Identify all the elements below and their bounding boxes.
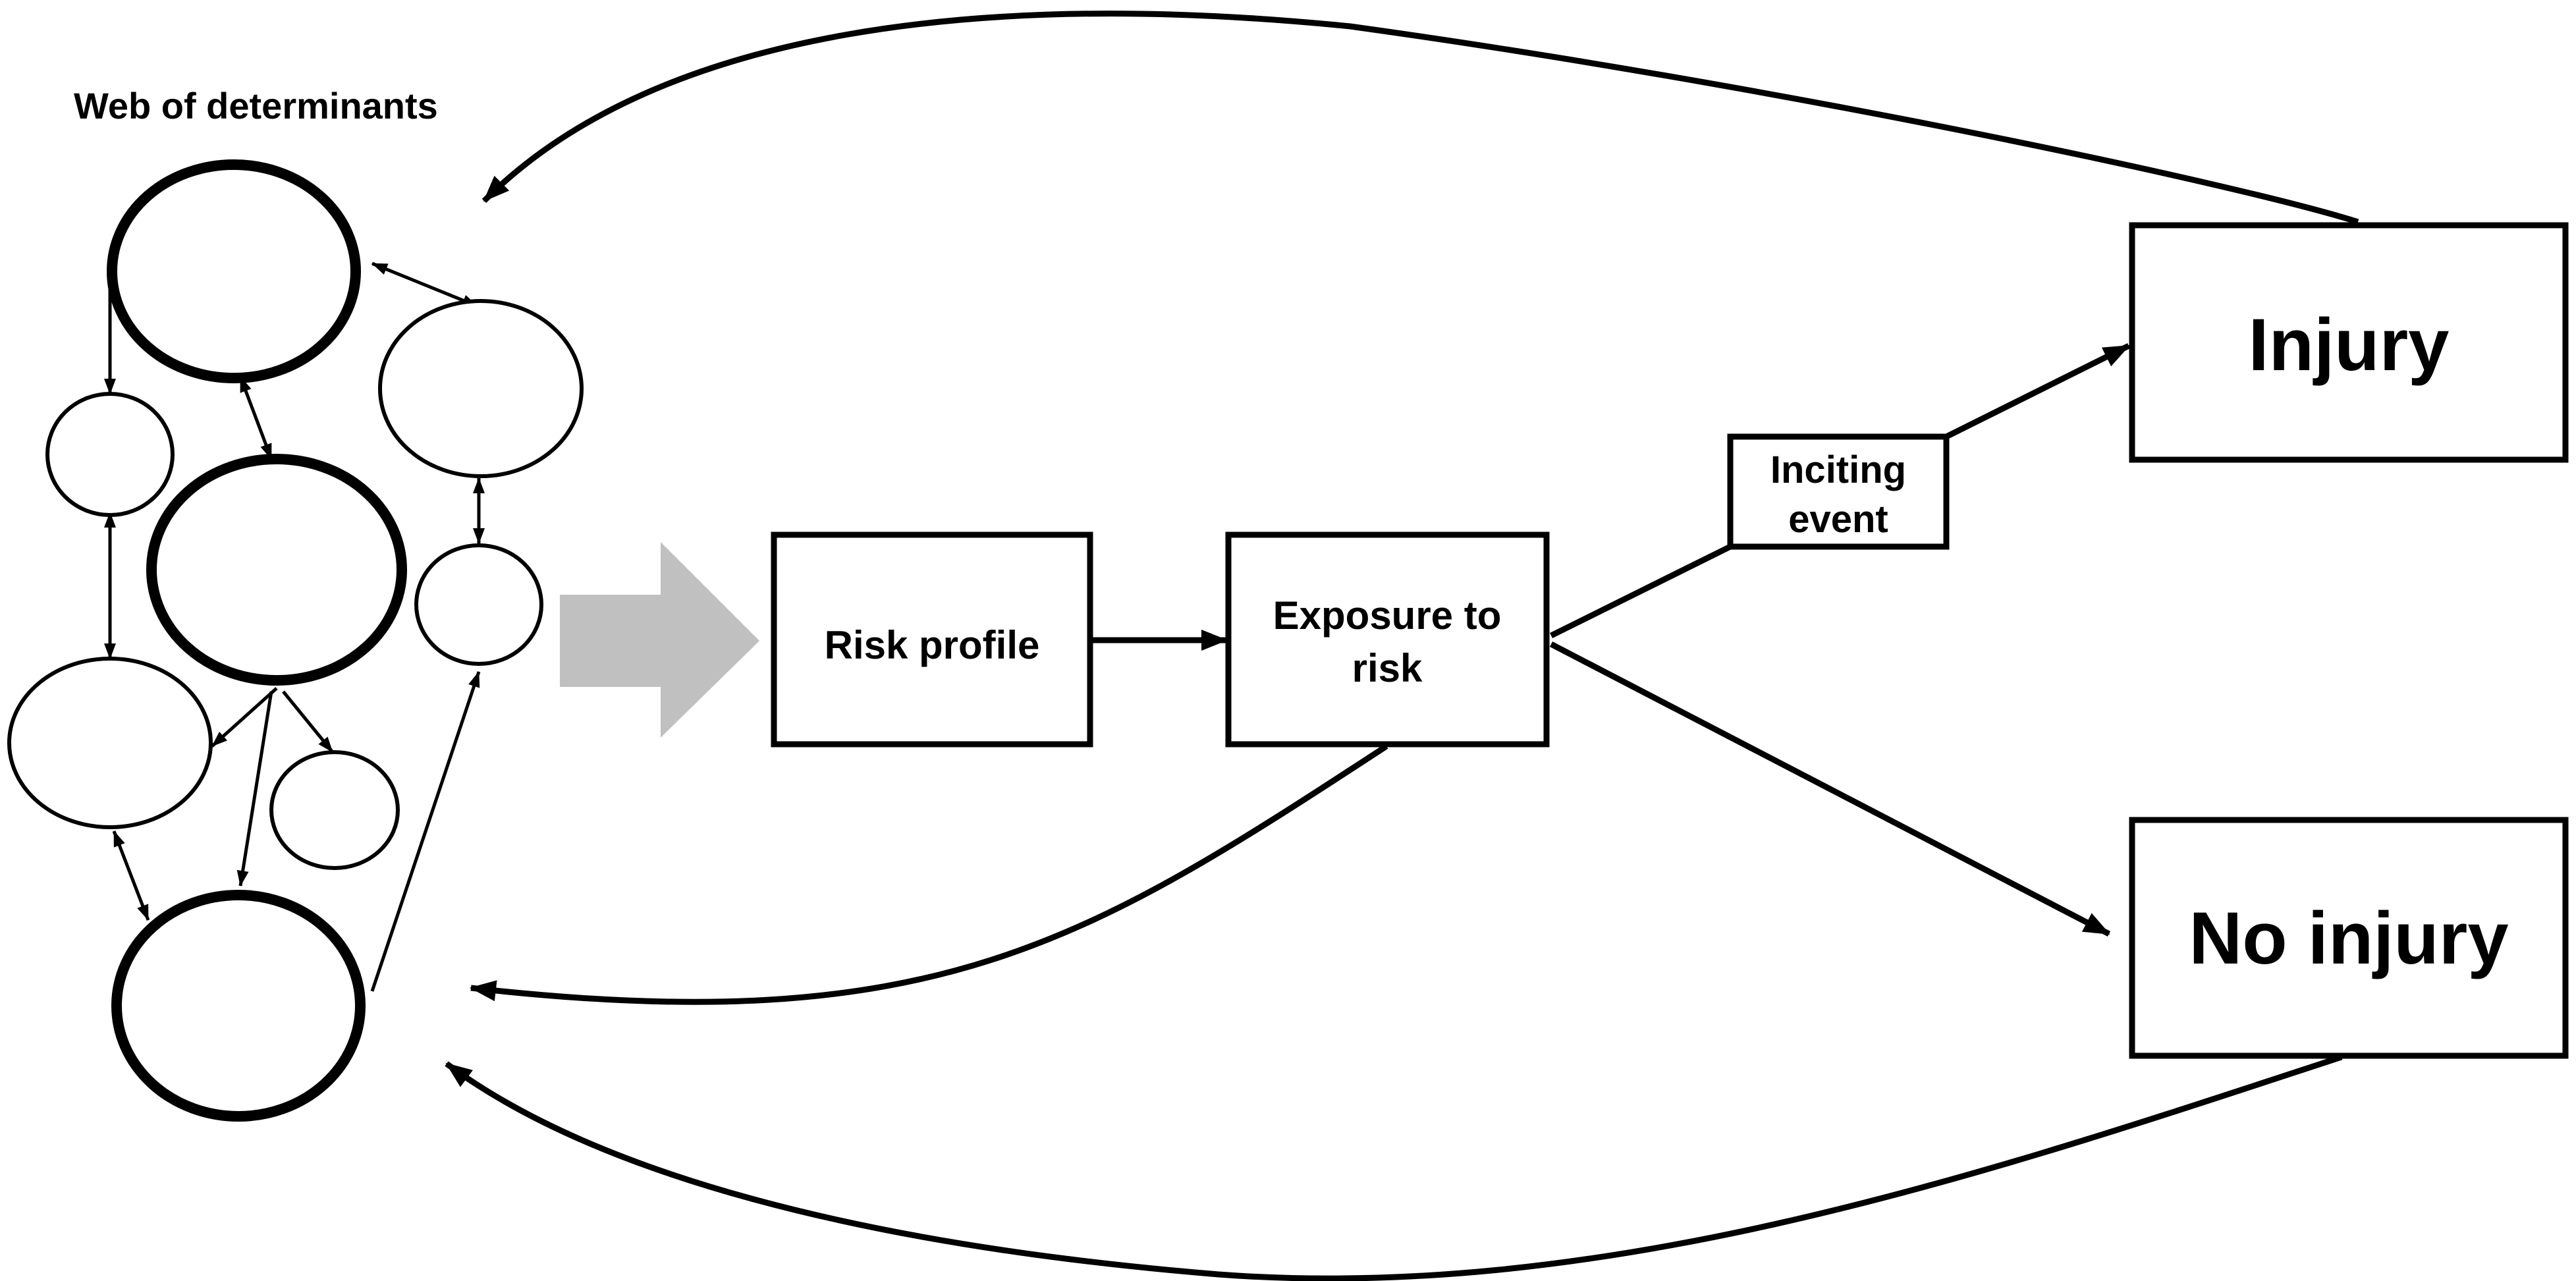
no-injury-box: No injury: [2129, 817, 2569, 1059]
no-injury-label: No injury: [2189, 897, 2508, 979]
link-center-midleft: [211, 687, 278, 748]
risk-profile-rect: [771, 531, 1093, 748]
link-midleft-bottom: [112, 831, 150, 921]
feedback-noinjury-to-web: [445, 1054, 2343, 1281]
injury-box: Injury: [2129, 222, 2569, 463]
determinant-node-top: [107, 159, 361, 383]
line-exposure-to-inciting: [1549, 543, 1732, 639]
exposure-box: Exposure to risk: [1225, 531, 1550, 748]
link-center-bottom: [236, 691, 273, 886]
determinant-node-small-left: [45, 392, 175, 517]
inciting-event-line2: event: [1788, 498, 1888, 541]
determinant-node-mid-left: [7, 657, 213, 829]
determinant-node-top-right: [378, 299, 584, 478]
determinant-node-small-right: [414, 543, 543, 666]
injury-rect: [2129, 222, 2569, 463]
no-injury-rect: [2129, 817, 2569, 1059]
exposure-label-line2: risk: [1352, 646, 1423, 690]
determinant-nodes: [7, 159, 584, 1122]
link-top-topright: [371, 261, 478, 308]
exposure-label-line1: Exposure to: [1273, 593, 1502, 638]
link-bottom-smallright: [370, 671, 481, 992]
determinant-node-center: [146, 454, 407, 686]
exposure-rect: [1225, 531, 1550, 748]
link-center-smallbottom: [282, 690, 334, 753]
link-top-center: [238, 376, 273, 460]
determinant-node-small-bottom: [269, 750, 400, 870]
arrow-exposure-to-noinjury: [1549, 641, 2111, 937]
injury-label: Injury: [2249, 304, 2450, 386]
determinant-links: [104, 261, 485, 992]
web-of-determinants-title: Web of determinants: [74, 85, 438, 126]
risk-profile-label: Risk profile: [825, 623, 1040, 667]
feedback-injury-to-web: [481, 11, 2359, 225]
feedback-exposure-to-web: [470, 744, 1388, 1005]
flow-links: [445, 11, 2359, 1281]
inciting-event-rect: [1727, 433, 1950, 550]
inciting-event-line1: Inciting: [1770, 449, 1906, 491]
big-grey-arrow: [560, 542, 759, 738]
inciting-event-box: Inciting event: [1727, 433, 1950, 550]
determinant-node-bottom: [111, 890, 366, 1122]
risk-profile-box: Risk profile: [771, 531, 1093, 748]
arrow-inciting-to-injury: [1944, 342, 2131, 440]
